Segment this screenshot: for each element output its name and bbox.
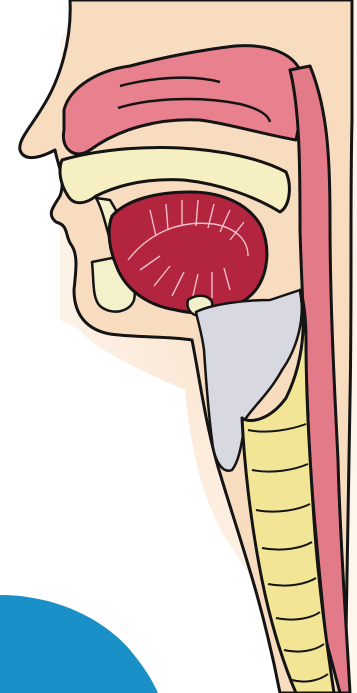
blue-corner-shape [0, 595, 158, 693]
